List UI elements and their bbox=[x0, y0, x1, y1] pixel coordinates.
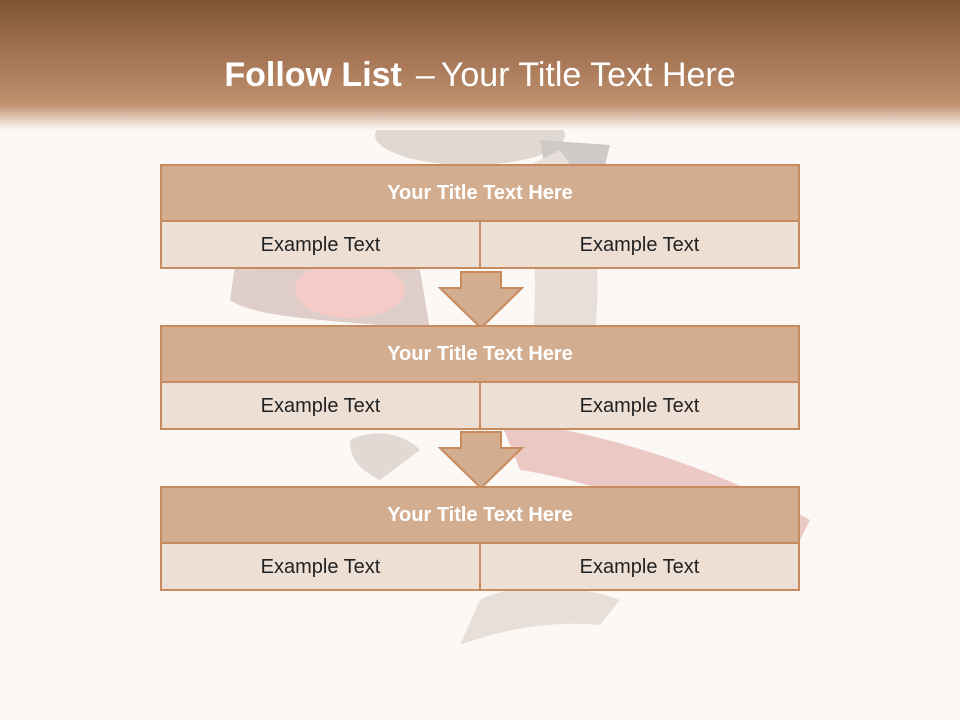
block-cells: Example Text Example Text bbox=[162, 383, 798, 430]
block-cell-right: Example Text bbox=[479, 222, 798, 269]
list-block-2: Your Title Text Here Example Text Exampl… bbox=[160, 325, 800, 430]
block-cell-left: Example Text bbox=[260, 556, 381, 578]
block-cell-right: Example Text bbox=[479, 383, 798, 430]
down-arrow-icon bbox=[438, 431, 524, 490]
block-cell-right: Example Text bbox=[479, 544, 798, 591]
slide-title: Follow List–Your Title Text Here bbox=[0, 52, 960, 98]
block-title: Your Title Text Here bbox=[162, 488, 798, 544]
slide-title-rest: Your Title Text Here bbox=[440, 56, 736, 94]
block-cell-left: Example Text bbox=[260, 234, 381, 256]
block-title: Your Title Text Here bbox=[162, 166, 798, 222]
block-title: Your Title Text Here bbox=[162, 327, 798, 383]
block-cells: Example Text Example Text bbox=[162, 222, 798, 269]
block-cells: Example Text Example Text bbox=[162, 544, 798, 591]
slide-title-bold: Follow List bbox=[224, 56, 402, 94]
slide-title-separator: – bbox=[415, 56, 435, 94]
list-block-1: Your Title Text Here Example Text Exampl… bbox=[160, 164, 800, 269]
list-block-3: Your Title Text Here Example Text Exampl… bbox=[160, 486, 800, 591]
header-band bbox=[0, 0, 960, 130]
block-cell-left: Example Text bbox=[260, 395, 381, 417]
down-arrow-icon bbox=[438, 271, 524, 330]
